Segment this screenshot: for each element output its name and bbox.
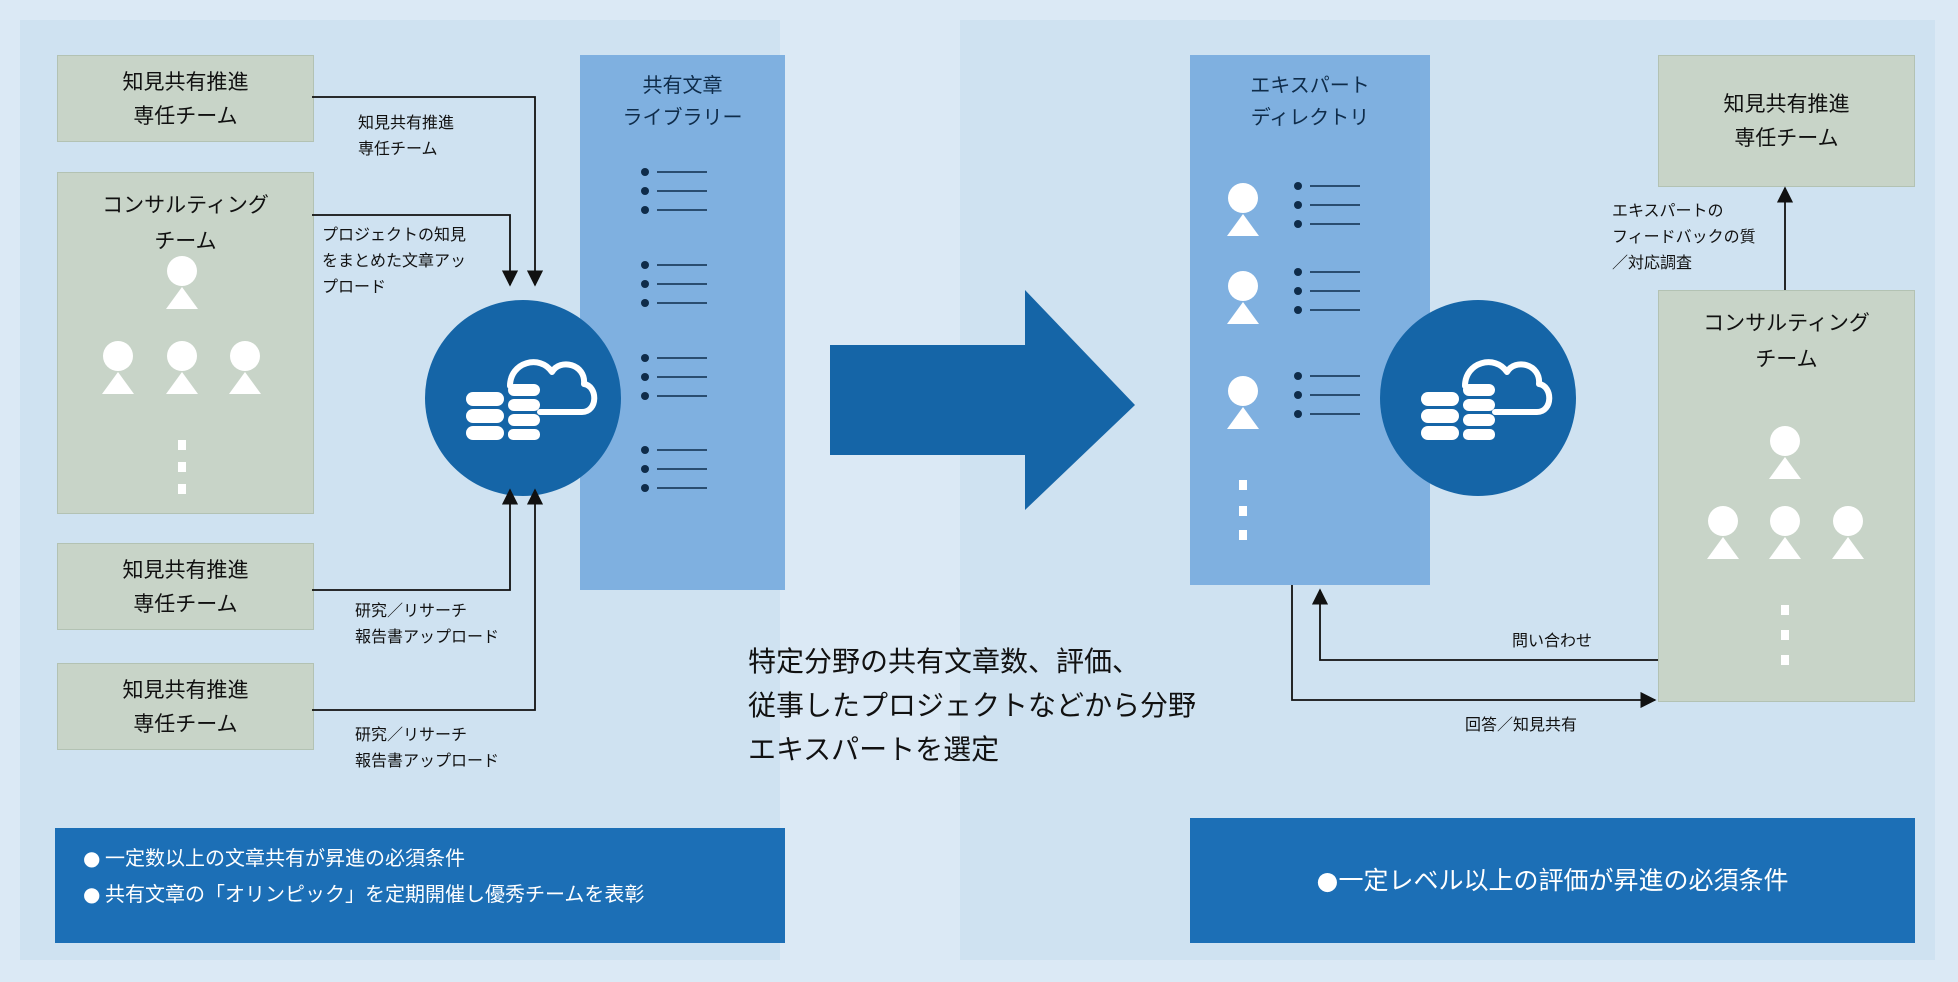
answer-label: 回答／知見共有 (1465, 715, 1578, 734)
condition-item: ●共有文章の「オリンピック」を定期開催し優秀チームを表彰 (83, 882, 645, 906)
knowledge-hub-circle-left (425, 300, 621, 496)
arrow-label-research-2: 研究／リサーチ 報告書アップロード (355, 725, 500, 770)
team-box-top: 知見共有推進 専任チーム (57, 55, 314, 142)
consulting-team-right-title: コンサルティング チーム (1703, 311, 1870, 371)
condition-item: ●一定レベル以上の評価が昇進の必須条件 (1316, 865, 1789, 895)
expert-selection-text: 特定分野の共有文章数、評価、 従事したプロジェクトなどから分野 エキスパートを選… (748, 645, 1197, 766)
bullet-list-icon (1293, 181, 1361, 419)
left-promotion-conditions: ●一定数以上の文章共有が昇進の必須条件 ●共有文章の「オリンピック」を定期開催し… (55, 828, 785, 943)
inquiry-label: 問い合わせ (1512, 631, 1593, 650)
person-icon (1227, 183, 1259, 429)
directory-title: エキスパート ディレクトリ (1250, 73, 1370, 129)
arrow-label-project-upload: プロジェクトの知見 をまとめた文章アッ プロード (322, 225, 467, 296)
team-box-bottom: 知見共有推進 専任チーム (57, 663, 314, 750)
team-box-mid: 知見共有推進 専任チーム (57, 543, 314, 630)
consulting-team-left-title: コンサルティング チーム (102, 193, 269, 253)
flow-arrow-icon (1291, 186, 1794, 709)
person-icon (102, 256, 261, 394)
big-right-arrow-icon (830, 290, 1135, 510)
team-box-right: 知見共有推進 専任チーム (1658, 55, 1915, 187)
flow-arrow-icon (312, 96, 544, 711)
ellipsis-dots (1239, 480, 1247, 540)
library-title: 共有文章 ライブラリー (622, 73, 743, 129)
right-promotion-condition: ●一定レベル以上の評価が昇進の必須条件 (1190, 818, 1915, 943)
bullet-list-icon (640, 167, 708, 493)
condition-item: ●一定数以上の文章共有が昇進の必須条件 (83, 846, 465, 870)
shared-document-library: 共有文章 ライブラリー (580, 55, 785, 590)
knowledge-hub-circle-right (1380, 300, 1576, 496)
ellipsis-dots (178, 440, 186, 494)
arrow-label-team-upload: 知見共有推進 専任チーム (358, 113, 455, 158)
feedback-survey-label: エキスパートの フィードバックの質 ／対応調査 (1612, 201, 1756, 272)
arrow-label-research-1: 研究／リサーチ 報告書アップロード (355, 601, 500, 646)
ellipsis-dots (1781, 605, 1789, 665)
person-icon (1707, 426, 1864, 559)
